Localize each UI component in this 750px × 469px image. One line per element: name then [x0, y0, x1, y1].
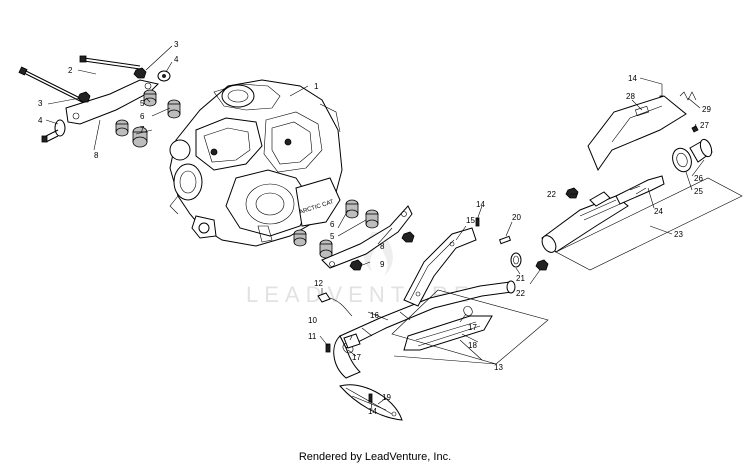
callout-14-bottom: 14 [368, 407, 377, 416]
nut-9 [349, 231, 415, 271]
bushings-5-6-right [293, 199, 379, 259]
callout-labels: 1 2 3 3 4 4 5 5 6 6 7 8 8 9 10 11 12 13 … [38, 40, 711, 416]
callout-9: 9 [380, 260, 385, 269]
callout-8-right: 8 [380, 242, 385, 251]
callout-7: 7 [140, 125, 145, 134]
callout-23: 23 [674, 230, 683, 239]
callout-6-left: 6 [140, 112, 145, 121]
callout-2: 2 [68, 66, 73, 75]
gasket-21 [510, 252, 522, 268]
outlet-26 [689, 138, 713, 163]
callout-13: 13 [494, 363, 503, 372]
callout-22-lower: 22 [516, 289, 525, 298]
sensor-12 [317, 292, 353, 317]
nut-3-upper [133, 67, 147, 79]
callout-25: 25 [694, 187, 703, 196]
heat-shield-15 [403, 227, 477, 307]
spring-29 [679, 91, 697, 101]
callout-21: 21 [516, 274, 525, 283]
callout-17-right: 17 [468, 323, 477, 332]
bolt-11 [325, 343, 331, 353]
nut-3-left [77, 91, 91, 103]
washer-4-upper [157, 70, 171, 82]
gasket-25 [672, 147, 692, 173]
callout-26: 26 [694, 174, 703, 183]
footer-credit: Rendered by LeadVenture, Inc. [298, 451, 452, 463]
nuts-22 [535, 187, 579, 271]
callout-4-left: 4 [38, 116, 43, 125]
callout-10: 10 [308, 316, 317, 325]
callout-22-upper: 22 [547, 190, 556, 199]
lower-shield-18 [403, 315, 493, 351]
callout-16: 16 [370, 311, 379, 320]
callout-11: 11 [308, 332, 317, 341]
callout-27: 27 [700, 121, 709, 130]
callout-14-top: 14 [476, 200, 485, 209]
clamp-10 [343, 333, 361, 349]
callout-18: 18 [468, 341, 477, 350]
muffler-shield-28 [587, 95, 687, 172]
callout-19: 19 [382, 393, 391, 402]
callout-6-right: 6 [330, 220, 335, 229]
engine-assembly: ARCTIC CAT [169, 79, 343, 247]
spark-arrestor-24 [615, 175, 665, 205]
callout-8-left: 8 [94, 151, 99, 160]
callout-20: 20 [512, 213, 521, 222]
leader-lines [45, 45, 705, 411]
screw-27 [691, 125, 699, 133]
callout-24: 24 [654, 207, 663, 216]
long-bolt-2 [18, 55, 141, 108]
bushings-5-6-left [115, 89, 181, 148]
callout-1: 1 [314, 82, 319, 91]
callout-15: 15 [466, 216, 475, 225]
mount-bracket-8-right [321, 205, 413, 269]
callout-3-left: 3 [38, 99, 43, 108]
callout-3-upper: 3 [174, 40, 179, 49]
callout-5-right: 5 [330, 232, 335, 241]
callout-12: 12 [314, 279, 323, 288]
muffler [541, 191, 629, 253]
callout-17-left: 17 [352, 353, 361, 362]
washer-4-left [41, 119, 66, 143]
stud-20 [498, 235, 512, 245]
callout-14-muffler: 14 [628, 74, 637, 83]
callout-28: 28 [626, 92, 635, 101]
callout-4-upper: 4 [174, 55, 179, 64]
callout-5-left: 5 [140, 99, 145, 108]
callout-29: 29 [702, 105, 711, 114]
